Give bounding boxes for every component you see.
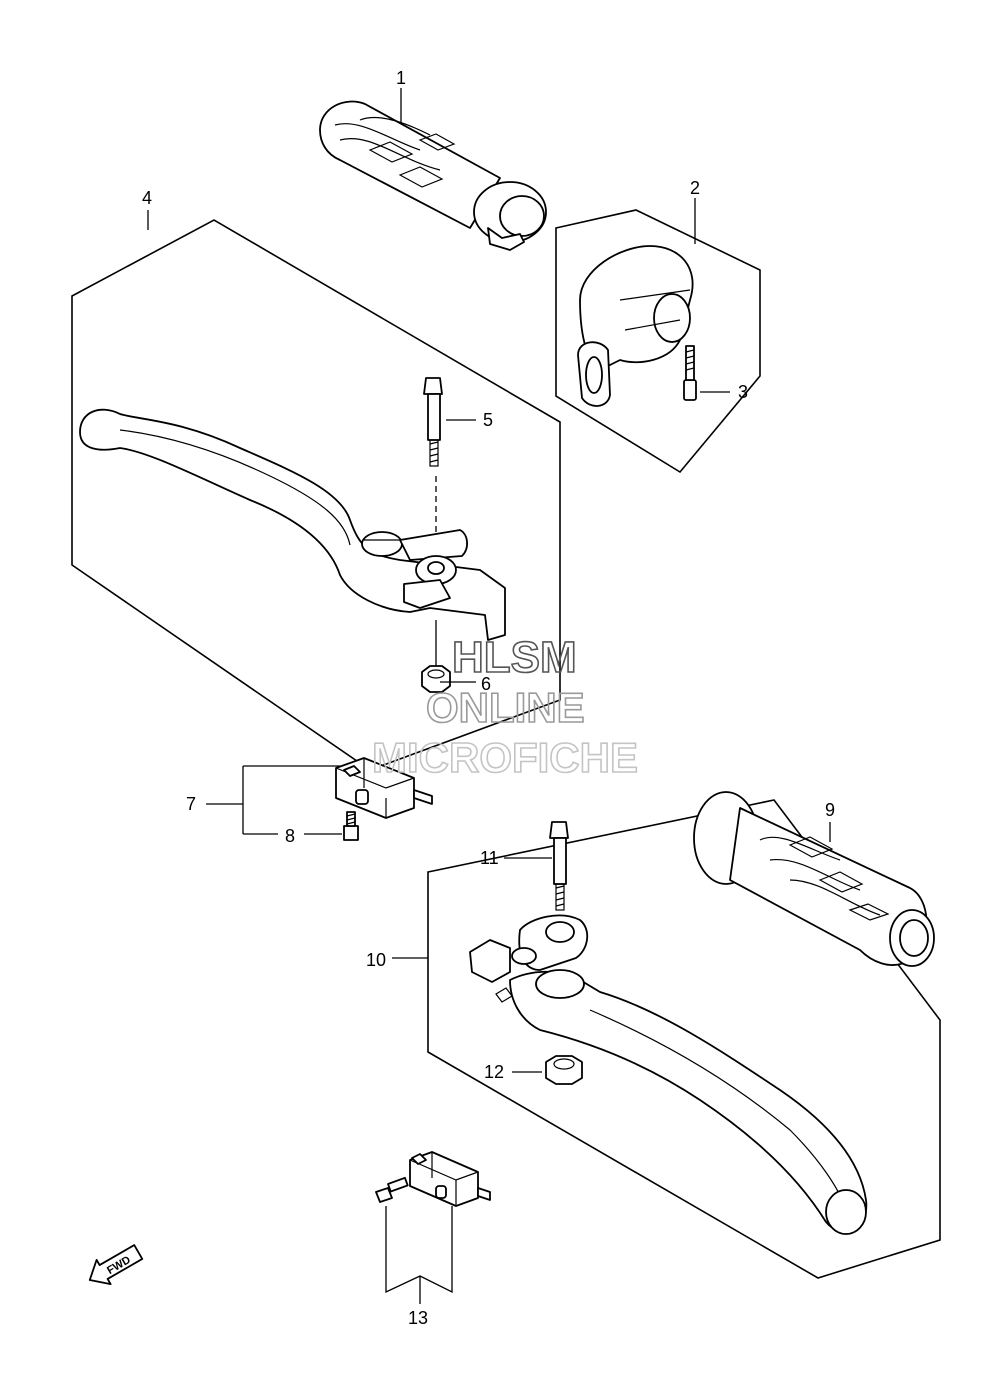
callout-10: 10 — [366, 950, 386, 970]
fwd-arrow-icon: FWD — [88, 1244, 144, 1286]
left-grip-part-9[interactable] — [693, 791, 935, 967]
switch-housing-part-2[interactable] — [577, 245, 694, 407]
screw-part-8[interactable] — [343, 811, 359, 841]
callout-labels: 1 2 3 4 5 6 7 8 9 10 11 12 13 — [142, 68, 835, 1328]
watermark-line-3: MICROFICHE — [372, 734, 638, 781]
callout-13: 13 — [408, 1308, 428, 1328]
watermark-line-2: ONLINE — [426, 684, 585, 731]
leader-lines — [147, 88, 831, 1304]
clutch-switch-part-13[interactable] — [375, 1151, 491, 1207]
brake-lever-part-4[interactable] — [79, 408, 506, 641]
group-box-10 — [427, 799, 941, 1279]
callout-2: 2 — [690, 178, 700, 198]
nut-part-6[interactable] — [421, 620, 451, 693]
watermark: HLSM ONLINE MICROFICHE — [371, 632, 639, 782]
callout-7: 7 — [186, 794, 196, 814]
callout-6: 6 — [481, 674, 491, 694]
fwd-label: FWD — [105, 1254, 133, 1277]
watermark-line-1: HLSM — [452, 633, 577, 682]
pivot-bolt-part-5[interactable] — [423, 377, 443, 535]
nut-part-12[interactable] — [545, 1055, 583, 1085]
callout-11: 11 — [480, 848, 499, 868]
callout-12: 12 — [484, 1062, 504, 1082]
group-box-4 — [71, 219, 561, 771]
screw-part-3[interactable] — [683, 345, 697, 401]
callout-4: 4 — [142, 188, 152, 208]
callout-1: 1 — [396, 68, 406, 88]
clutch-lever-part-10[interactable] — [469, 914, 868, 1235]
brake-switch-part-7[interactable] — [335, 757, 433, 819]
callout-3: 3 — [738, 382, 748, 402]
throttle-grip-part-1[interactable] — [319, 100, 547, 251]
callout-9: 9 — [825, 800, 835, 820]
group-box-2 — [555, 209, 761, 474]
bolt-part-11[interactable] — [549, 821, 569, 911]
callout-8: 8 — [285, 826, 295, 846]
callout-5: 5 — [483, 410, 493, 430]
